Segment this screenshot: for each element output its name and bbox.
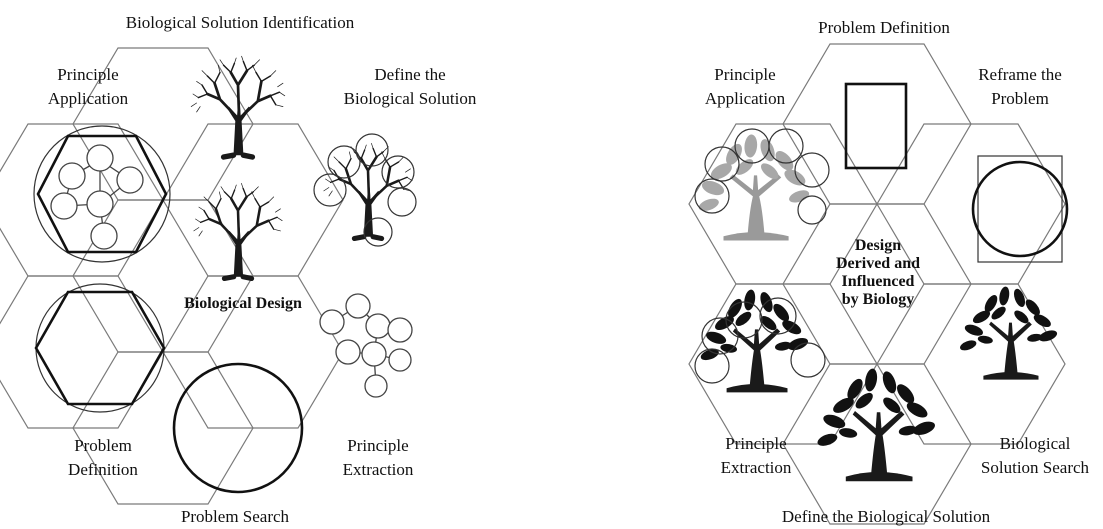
left-bottom-label: Problem Search [181,507,290,526]
left-bottom-right-label-2: Extraction [343,460,414,479]
right-center-label-2: Derived and [836,255,920,272]
right-black-tree-circles-icon [694,288,826,393]
left-top-tree-icon [191,56,285,157]
left-bottom-left-label-2: Definition [68,460,138,479]
right-bottom-left-label-2: Extraction [721,458,792,477]
right-bottom-right-label-1: Biological [1000,434,1071,453]
right-diagram: Problem Definition Design Derived and In… [688,18,1090,526]
right-bottom-left-label-1: Principle [725,434,786,453]
right-center-label-4: by Biology [842,291,914,308]
left-center-tree-icon [194,183,282,278]
right-grey-tree-circles-icon [694,128,830,241]
left-diagram: Biological Solution Identification Biolo… [0,13,477,526]
left-hex-in-circle-icon [34,283,166,413]
left-big-circle-icon [172,362,304,494]
left-center-label: Biological Design [184,295,302,312]
right-bottom-right-label-2: Solution Search [981,458,1090,477]
left-hex-network-icon [33,125,171,263]
right-center-label-3: Influenced [842,273,915,290]
left-hex-bottom-left [0,275,164,429]
right-bottom-label: Define the Biological Solution [782,507,991,526]
right-top-left-label-1: Principle [714,65,775,84]
right-circle-in-square-icon [971,155,1069,263]
right-hex-grid [688,43,1066,525]
left-top-right-label-1: Define the [374,65,445,84]
right-square-icon [844,82,908,170]
left-hex-grid [0,47,344,505]
right-top-label: Problem Definition [818,18,950,37]
left-node-graph-icon [319,293,413,398]
right-hex-bottom [782,363,972,525]
right-bottom-tree-icon [815,367,937,482]
right-tree-icon [958,285,1059,380]
left-bottom-left-label-1: Problem [74,436,132,455]
left-top-right-label-2: Biological Solution [344,89,477,108]
right-top-right-label-1: Reframe the [978,65,1062,84]
right-top-right-label-2: Problem [991,89,1049,108]
right-top-left-label-2: Application [705,89,786,108]
left-tree-circles-icon [313,133,417,247]
left-hex-bottom [72,351,254,505]
left-bottom-right-label-1: Principle [347,436,408,455]
right-center-label-1: Design [855,237,901,254]
left-top-left-label-1: Principle [57,65,118,84]
left-top-label: Biological Solution Identification [126,13,355,32]
left-top-left-label-2: Application [48,89,129,108]
